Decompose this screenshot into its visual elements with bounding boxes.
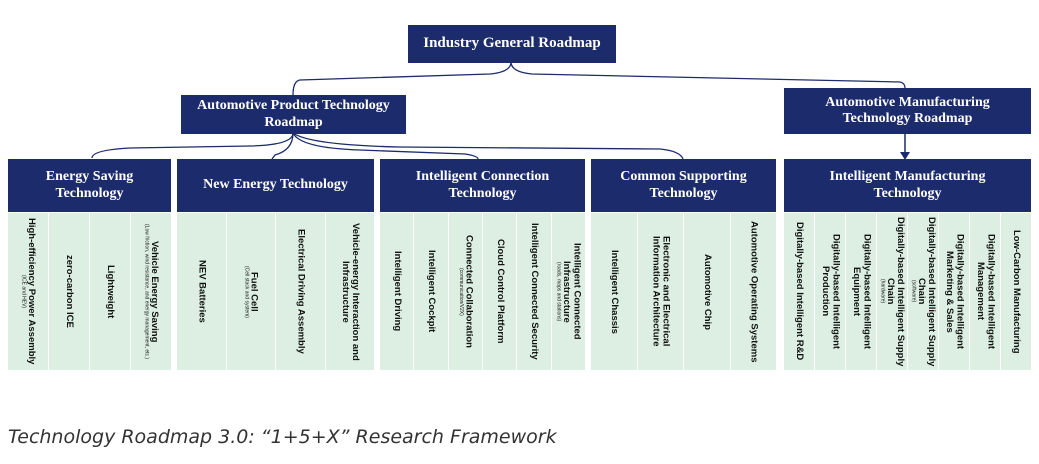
group-energy-saving-items: High-efficiency Power Assembly (ICE and … xyxy=(8,213,171,370)
item-cell: Low-Carbon Manufacturing xyxy=(1001,213,1031,370)
connector-product-common xyxy=(292,132,684,160)
item-sublabel: (communication/V2X) xyxy=(457,267,464,316)
item-label: Electrical Driving Assembly xyxy=(295,229,307,354)
connector-product-connection xyxy=(292,132,479,160)
item-label: Cloud Control Platform xyxy=(494,239,506,344)
group-intelligent-connection-items: Intelligent Driving Intelligent Cockpit … xyxy=(380,213,585,370)
item-label: Electronic and Electrical Information Ar… xyxy=(650,236,672,347)
item-sublabel: (ICE and HEV) xyxy=(20,274,27,309)
product-label: Automotive Product Technology Roadmap xyxy=(197,98,390,130)
item-cell: Automotive Chip xyxy=(684,213,731,370)
item-cell: Connected Collaboration(communication/V2… xyxy=(448,213,483,370)
item-label: Intelligent Driving xyxy=(391,251,403,332)
item-cell: High-efficiency Power Assembly (ICE and … xyxy=(8,213,49,370)
item-label: Lightweight xyxy=(105,264,117,319)
group-title: Intelligent Connection Technology xyxy=(415,169,550,201)
item-label: Digitally-based Intelligent Production xyxy=(820,233,842,350)
group-common-supporting-items: Intelligent Chassis Electronic and Elect… xyxy=(591,213,776,370)
item-cell: zero-carbon ICE xyxy=(49,213,90,370)
connector-product-energy xyxy=(91,132,294,159)
item-cell: Intelligent Cockpit xyxy=(414,213,449,370)
manufacturing-roadmap-box: Automotive Manufacturing Technology Road… xyxy=(784,88,1031,134)
item-label: Digitally-based Intelligent R&D xyxy=(794,222,806,361)
item-label: Digitally-based Intelligent Management xyxy=(975,233,997,350)
item-label: Vehicle Energy Saving xyxy=(148,240,160,343)
item-cell: Digitally-based Intelligent Supply Chain… xyxy=(877,213,908,370)
manufacturing-label: Automotive Manufacturing Technology Road… xyxy=(825,94,990,126)
group-intelligent-connection-header: Intelligent Connection Technology xyxy=(380,159,585,212)
group-title: Common Supporting Technology xyxy=(620,169,747,201)
item-cell: Digitally-based Intelligent Marketing & … xyxy=(939,213,970,370)
group-energy-saving-header: Energy Saving Technology xyxy=(8,159,171,212)
item-label: NEV Batteries xyxy=(196,260,208,323)
item-cell: NEV Batteries xyxy=(177,213,227,370)
item-label: Automotive Operating Systems xyxy=(748,220,760,363)
item-sublabel: (roads, maps and stations) xyxy=(555,261,562,322)
item-label: Digitally-based Intelligent Equipment xyxy=(851,233,873,350)
item-cell: Digitally-based Intelligent Equipment xyxy=(846,213,877,370)
group-title: New Energy Technology xyxy=(203,177,348,193)
item-sublabel: (software) xyxy=(910,280,917,303)
item-cell: Automotive Operating Systems xyxy=(730,213,776,370)
group-new-energy-header: New Energy Technology xyxy=(177,159,374,212)
item-cell: Digitally-based Intelligent R&D xyxy=(784,213,815,370)
item-label: High-efficiency Power Assembly xyxy=(25,218,37,365)
item-label: Intelligent Chassis xyxy=(608,249,620,334)
connector-root-manufacturing xyxy=(510,61,906,89)
item-label: Digitally-based Intelligent Supply Chain xyxy=(915,216,938,367)
item-label: Low-Carbon Manufacturing xyxy=(1011,229,1023,354)
connector-product-newenergy xyxy=(271,132,294,160)
item-label: Intelligent Cockpit xyxy=(426,250,438,333)
item-label: Connected Collaboration xyxy=(463,235,475,348)
item-label: Intelligent Connected Infrastructure xyxy=(561,243,583,340)
item-label: Vehicle-energy Interaction and Infrastru… xyxy=(339,222,362,361)
group-title: Intelligent Manufacturing Technology xyxy=(829,169,986,201)
item-cell: Electronic and Electrical Information Ar… xyxy=(637,213,684,370)
item-cell: Cloud Control Platform xyxy=(482,213,518,370)
industry-general-roadmap-box: Industry General Roadmap xyxy=(408,25,616,63)
item-cell: Digitally-based Intelligent Production xyxy=(815,213,846,370)
item-label: Digitally-based Intelligent Supply Chain xyxy=(884,216,907,367)
group-intelligent-manufacturing-items: Digitally-based Intelligent R&D Digitall… xyxy=(784,213,1031,370)
item-cell: Intelligent Driving xyxy=(380,213,415,370)
item-cell: Electrical Driving Assembly xyxy=(276,213,326,370)
item-label: Intelligent Connected Security xyxy=(529,223,541,360)
item-label: Automotive Chip xyxy=(701,253,713,330)
item-label: Digitally-based Intelligent Marketing & … xyxy=(944,233,966,350)
group-new-energy-items: NEV Batteries Fuel Cell(Cell stack and s… xyxy=(177,213,374,370)
item-cell: Intelligent Connected Security xyxy=(517,213,552,370)
group-intelligent-manufacturing-header: Intelligent Manufacturing Technology xyxy=(784,159,1031,212)
figure-caption: Technology Roadmap 3.0: “1+5+X” Research… xyxy=(8,426,557,448)
item-label: zero-carbon ICE xyxy=(64,255,76,328)
item-cell: Intelligent Connected Infrastructure(roa… xyxy=(551,213,585,370)
item-cell: Digitally-based Intelligent Supply Chain… xyxy=(908,213,939,370)
item-sublabel: (Low friction, wind resistance, and ener… xyxy=(143,223,150,360)
item-cell: Lightweight xyxy=(90,213,131,370)
group-title: Energy Saving Technology xyxy=(45,169,134,201)
item-cell: Intelligent Chassis xyxy=(591,213,638,370)
item-cell: Vehicle-energy Interaction and Infrastru… xyxy=(325,213,374,370)
product-roadmap-box: Automotive Product Technology Roadmap xyxy=(181,95,406,134)
item-sublabel: (Cell stack and system) xyxy=(243,265,250,318)
item-sublabel: (hardware) xyxy=(879,279,886,304)
group-common-supporting-header: Common Supporting Technology xyxy=(591,159,776,212)
item-label: Fuel Cell xyxy=(248,271,260,312)
connector-root-product xyxy=(292,61,512,96)
root-label: Industry General Roadmap xyxy=(423,35,601,52)
item-cell: Digitally-based Intelligent Management xyxy=(970,213,1001,370)
item-cell: Vehicle Energy Saving(Low friction, wind… xyxy=(131,213,171,370)
item-cell: Fuel Cell(Cell stack and system) xyxy=(226,213,276,370)
arrowhead xyxy=(900,152,910,160)
